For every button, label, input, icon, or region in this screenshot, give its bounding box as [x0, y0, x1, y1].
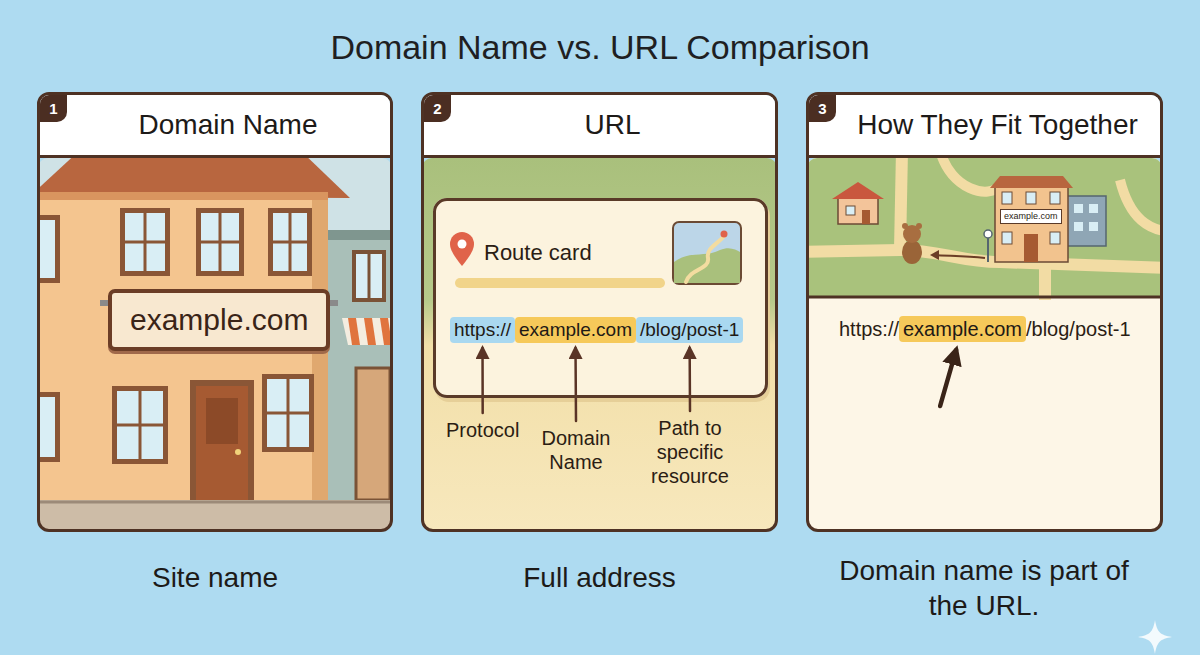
step-number: 3: [818, 101, 826, 117]
route-scene: [422, 158, 777, 531]
panel-caption: Full address: [421, 560, 778, 595]
sign-text: example.com: [1004, 211, 1058, 222]
url-text: https://: [454, 317, 511, 343]
url-text: /blog/post-1: [640, 317, 739, 343]
step-badge: 2: [424, 95, 451, 122]
panel-heading: URL: [584, 108, 640, 142]
panel-header: Domain Name: [40, 95, 390, 158]
building-scene: [38, 158, 392, 531]
panel-header: How They Fit Together: [809, 95, 1160, 158]
building-sign: example.com: [108, 289, 330, 351]
comparison-panel: Domain Name 1 example.com: [37, 92, 393, 532]
part-label: Protocol: [446, 418, 519, 442]
url-text: https://: [839, 316, 899, 342]
part-label: Domain Name: [528, 426, 624, 474]
panel-caption: Site name: [37, 560, 393, 595]
panel-header: URL: [424, 95, 775, 158]
route-card: Route card https:// example.com/blog/post-…: [433, 198, 768, 398]
url-part: https://: [450, 317, 515, 343]
window: [38, 208, 314, 464]
url-text: example.com: [903, 316, 1022, 342]
url-text: /blog/post-1: [1026, 316, 1131, 342]
leader-arrow: [574, 348, 577, 421]
sparkle: [1138, 620, 1172, 654]
step-number: 1: [49, 101, 57, 117]
pointer-arrow: [940, 350, 956, 406]
map-scene: [807, 158, 1162, 531]
sign-text: example.com: [130, 302, 308, 338]
step-number: 2: [433, 101, 441, 117]
panel-heading: Domain Name: [139, 108, 318, 142]
panel-caption: Domain name is part of the URL.: [834, 553, 1134, 623]
part-label: Path to specific resource: [640, 416, 740, 488]
url-part: /blog/post-1: [636, 317, 743, 343]
step-badge: 3: [809, 95, 836, 122]
step-badge: 1: [40, 95, 67, 122]
url-text: example.com: [519, 317, 632, 343]
domain-highlight: example.com: [899, 316, 1026, 342]
leader-arrow: [481, 348, 484, 413]
leader-arrow: [688, 348, 691, 411]
url-part: example.com: [515, 317, 636, 343]
card-heading: Route card: [484, 239, 765, 267]
panel-heading: How They Fit Together: [857, 108, 1138, 142]
comparison-panel: How They Fit Together 3 example.com example…: [806, 92, 1163, 532]
diagram-title: Domain Name vs. URL Comparison: [0, 26, 1200, 68]
mini-sign: example.com: [1000, 209, 1062, 224]
